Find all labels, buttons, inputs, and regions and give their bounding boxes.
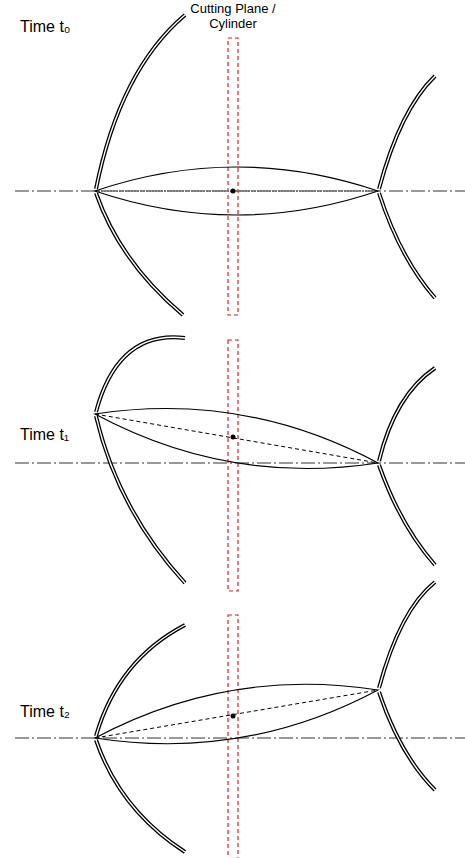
- cutting-plane: [228, 340, 238, 591]
- chord: [95, 414, 378, 463]
- cutting-plane: [228, 615, 238, 858]
- center-dot: [231, 714, 236, 719]
- lens: [95, 409, 378, 469]
- center-dot: [231, 189, 236, 194]
- panel-t0: [95, 15, 435, 315]
- time-label: Time t₀: [20, 18, 71, 36]
- cutting-planes: [228, 38, 238, 858]
- center-axis: [15, 191, 465, 192]
- time-label: Time t₂: [20, 703, 70, 721]
- cutting-plane: [228, 38, 238, 315]
- arcs: [96, 15, 435, 315]
- chord: [95, 690, 378, 738]
- lens: [95, 684, 378, 743]
- panel-t1: [95, 337, 435, 583]
- axes: [15, 191, 465, 738]
- time-label: Time t₁: [20, 426, 69, 444]
- lens: [95, 167, 378, 215]
- panel-t2: [95, 582, 435, 852]
- center-dot: [231, 435, 236, 440]
- plane-label: Cutting Plane / Cylinder: [178, 2, 288, 32]
- chord: [95, 190, 378, 192]
